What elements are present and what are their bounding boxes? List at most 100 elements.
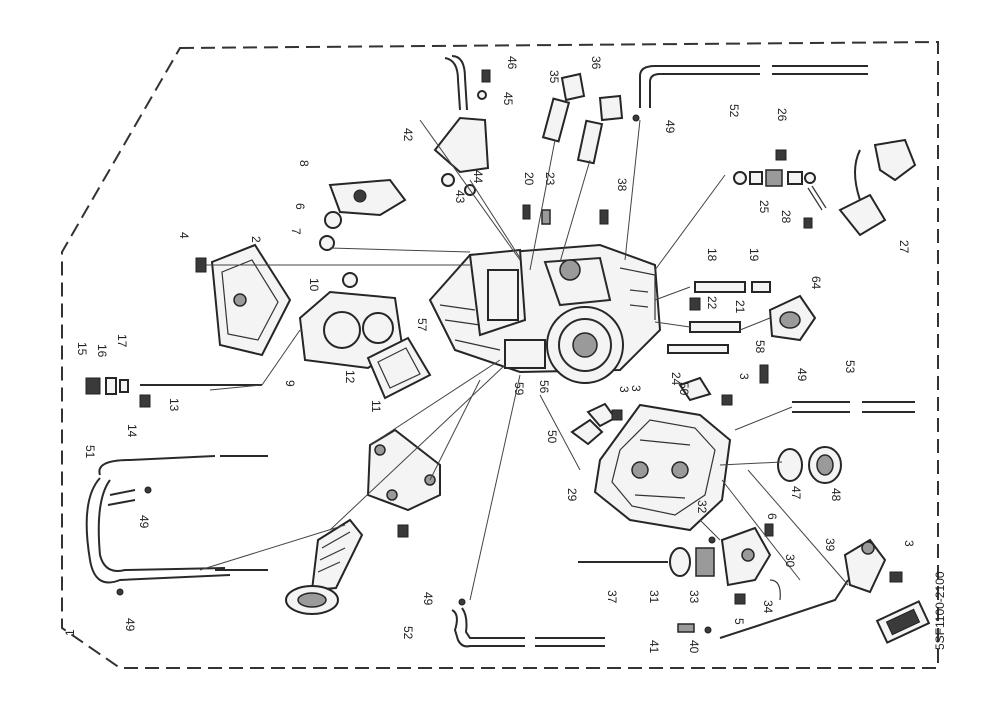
callout-41: 41 (647, 640, 661, 654)
callout-5: 5 (732, 618, 746, 625)
callout-45: 45 (501, 92, 515, 106)
callout-13: 13 (167, 398, 181, 412)
leader-lines (199, 119, 849, 601)
drawing-code: 5SF1100-2100 (933, 571, 947, 650)
callout-9: 9 (283, 380, 297, 387)
hose-51 (85, 455, 268, 596)
callout-2: 2 (249, 236, 263, 243)
diaphragm (366, 336, 432, 400)
float-bowl (593, 403, 732, 532)
carburetor-body (428, 243, 662, 384)
callout-31: 31 (647, 590, 661, 604)
callout-23: 23 (543, 172, 557, 186)
callout-22: 22 (705, 296, 719, 310)
callout-42: 42 (401, 128, 415, 142)
pilot-screw-set (733, 149, 816, 187)
callout-50a: 50 (545, 430, 559, 444)
callout-3d: 3 (617, 386, 631, 393)
callout-labels: 1 2 3 3 3 3 4 5 6 6 7 8 9 10 11 12 13 14… (63, 56, 916, 654)
callout-26: 26 (775, 108, 789, 122)
screw-3b (721, 394, 733, 406)
callout-6a: 6 (293, 203, 307, 210)
cap-64 (768, 294, 817, 342)
screw-58 (759, 364, 769, 384)
callout-1: 1 (63, 629, 77, 636)
callout-43: 43 (453, 190, 467, 204)
callout-3c: 3 (902, 540, 916, 547)
callout-20: 20 (522, 172, 536, 186)
callout-7: 7 (289, 228, 303, 235)
callout-38: 38 (615, 178, 629, 192)
callout-11: 11 (369, 400, 383, 413)
drain-plug-48 (808, 446, 842, 484)
throttle-lever-39 (719, 538, 903, 639)
callout-35: 35 (547, 70, 561, 84)
callout-64: 64 (809, 276, 823, 290)
screw-3a (611, 409, 623, 421)
callout-25: 25 (757, 200, 771, 214)
callout-47: 47 (789, 486, 803, 500)
callout-27: 27 (897, 240, 911, 254)
callout-44: 44 (471, 170, 485, 184)
callout-59: 59 (512, 382, 526, 396)
callout-4: 4 (177, 232, 191, 239)
callout-29: 29 (565, 488, 579, 502)
o-ring-47 (777, 448, 803, 482)
intake-plate (210, 243, 292, 357)
callout-52a: 52 (727, 104, 741, 118)
upper-bracket (328, 178, 407, 217)
callout-57: 57 (415, 318, 429, 332)
callout-24: 24 (669, 372, 683, 386)
starter-plunger-35 (541, 72, 586, 143)
callout-16: 16 (95, 344, 109, 358)
callout-49e: 49 (421, 592, 435, 606)
callout-49d: 49 (123, 618, 137, 632)
gasket-50 (570, 376, 712, 446)
screws-40-41 (677, 623, 712, 634)
callout-32: 32 (695, 500, 709, 514)
assembly-boundary (61, 40, 939, 669)
hose-53 (792, 401, 915, 413)
callout-3b: 3 (737, 373, 751, 380)
callout-30: 30 (783, 554, 797, 568)
callout-19: 19 (747, 248, 761, 262)
jets-20-23 (522, 204, 551, 225)
spring-28 (803, 185, 827, 229)
callout-39: 39 (823, 538, 837, 552)
callout-56: 56 (537, 380, 551, 394)
callout-21: 21 (733, 300, 747, 314)
callout-50b: 50 (677, 382, 691, 396)
callout-46: 46 (505, 56, 519, 70)
washer-6 (324, 211, 342, 229)
bolt-4 (195, 257, 470, 273)
callout-33: 33 (687, 590, 701, 604)
callout-28: 28 (779, 210, 793, 224)
callout-36: 36 (589, 56, 603, 70)
lever-switch-27 (838, 138, 917, 237)
callout-52b: 52 (401, 626, 415, 640)
throttle-pulley (285, 518, 364, 615)
callout-8: 8 (297, 160, 311, 167)
hose-52-top (632, 65, 868, 122)
callout-18: 18 (705, 248, 719, 262)
long-bolt (85, 377, 262, 408)
callout-37: 37 (605, 590, 619, 604)
callout-53: 53 (843, 360, 857, 374)
callout-15: 15 (75, 342, 89, 356)
callout-12: 12 (343, 370, 357, 384)
callout-51: 51 (83, 445, 97, 459)
callout-14: 14 (125, 424, 139, 438)
accelerator-pump (578, 523, 781, 605)
callout-58: 58 (753, 340, 767, 354)
callout-10: 10 (307, 278, 321, 292)
starter-plunger-36 (576, 94, 624, 165)
callout-34: 34 (761, 600, 775, 614)
washer-10 (342, 272, 358, 288)
throttle-link-bracket (366, 428, 441, 538)
callout-49b: 49 (795, 368, 809, 382)
throttle-cable-holder (433, 55, 491, 196)
callout-6b: 6 (765, 513, 779, 520)
callout-49c: 49 (137, 515, 151, 529)
callout-48: 48 (829, 488, 843, 502)
